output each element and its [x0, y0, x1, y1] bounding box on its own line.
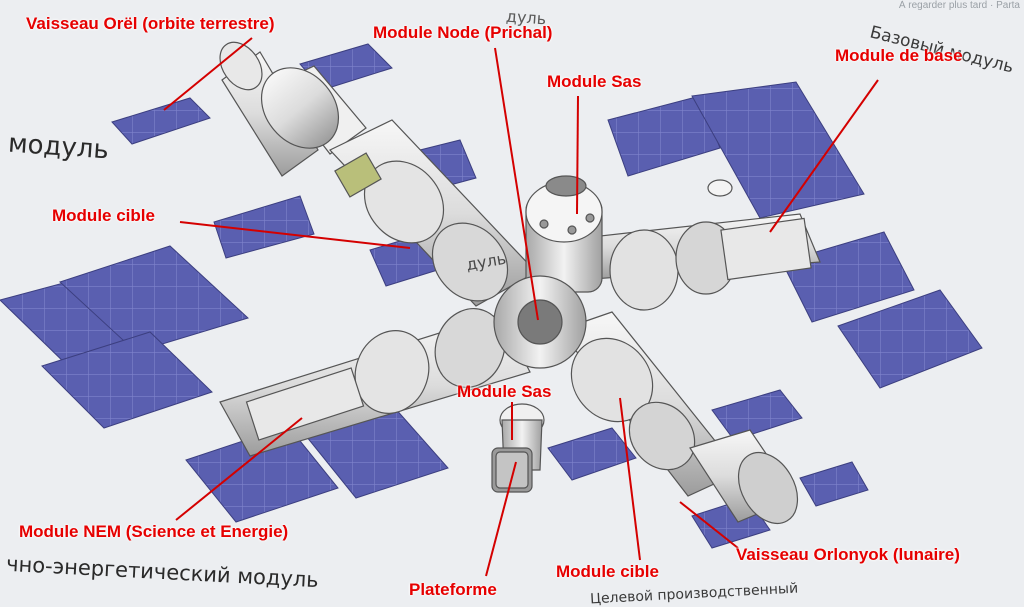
- label-module-node: Module Node (Prichal): [373, 23, 553, 42]
- module-sas-top: [525, 175, 603, 293]
- leader-line-sas-top: [576, 95, 579, 215]
- solar-panel-orlonyok-right: [799, 461, 869, 507]
- label-module-cible-bottom: Module cible: [556, 562, 659, 581]
- leader-line-cible-left: [179, 221, 411, 249]
- module-node-hub: [493, 275, 587, 369]
- label-plateforme: Plateforme: [409, 580, 497, 599]
- plateforme-module: [491, 447, 533, 493]
- solar-panel-cible-upper-a: [213, 195, 315, 259]
- leader-lines: [163, 37, 879, 577]
- label-module-de-base: Module de base: [835, 46, 963, 65]
- solar-panel-nem-middle: [41, 331, 213, 429]
- solar-panel-orel-left: [111, 97, 211, 145]
- label-module-sas-top: Module Sas: [547, 72, 642, 91]
- solar-panel-base-upper-right: [691, 81, 865, 219]
- leader-line-nem: [175, 417, 303, 521]
- watermark: À regarder plus tard · Parta: [898, 0, 1020, 11]
- label-module-sas-center: Module Sas: [457, 382, 552, 401]
- label-module-nem: Module NEM (Science et Energie): [19, 522, 289, 541]
- module-cible-upper-arm: [329, 119, 537, 307]
- leader-line-node: [494, 47, 539, 321]
- module-base-arm: [579, 179, 821, 311]
- leader-line-cible-bottom: [619, 397, 641, 561]
- orlonyok-spacecraft: [689, 429, 799, 524]
- leader-line-plateforme: [485, 461, 517, 577]
- solar-panels: [0, 43, 983, 549]
- label-vaisseau-orlonyok: Vaisseau Orlonyok (lunaire): [736, 545, 960, 564]
- leader-line-orel: [163, 37, 253, 111]
- leader-line-orlonyok: [679, 501, 739, 549]
- solar-panel-orlonyok-left: [547, 427, 637, 481]
- solar-panel-orlonyok-upper: [711, 389, 803, 441]
- orel-spacecraft: [219, 41, 367, 177]
- label-module-cible-left: Module cible: [52, 206, 155, 225]
- leader-line-base: [769, 79, 879, 233]
- solar-panel-base-lower-right-b: [837, 289, 983, 389]
- solar-panel-nem-upper-right: [59, 245, 249, 353]
- label-vaisseau-orel: Vaisseau Orël (orbite terrestre): [26, 14, 275, 33]
- solar-panel-base-upper-left: [607, 95, 721, 177]
